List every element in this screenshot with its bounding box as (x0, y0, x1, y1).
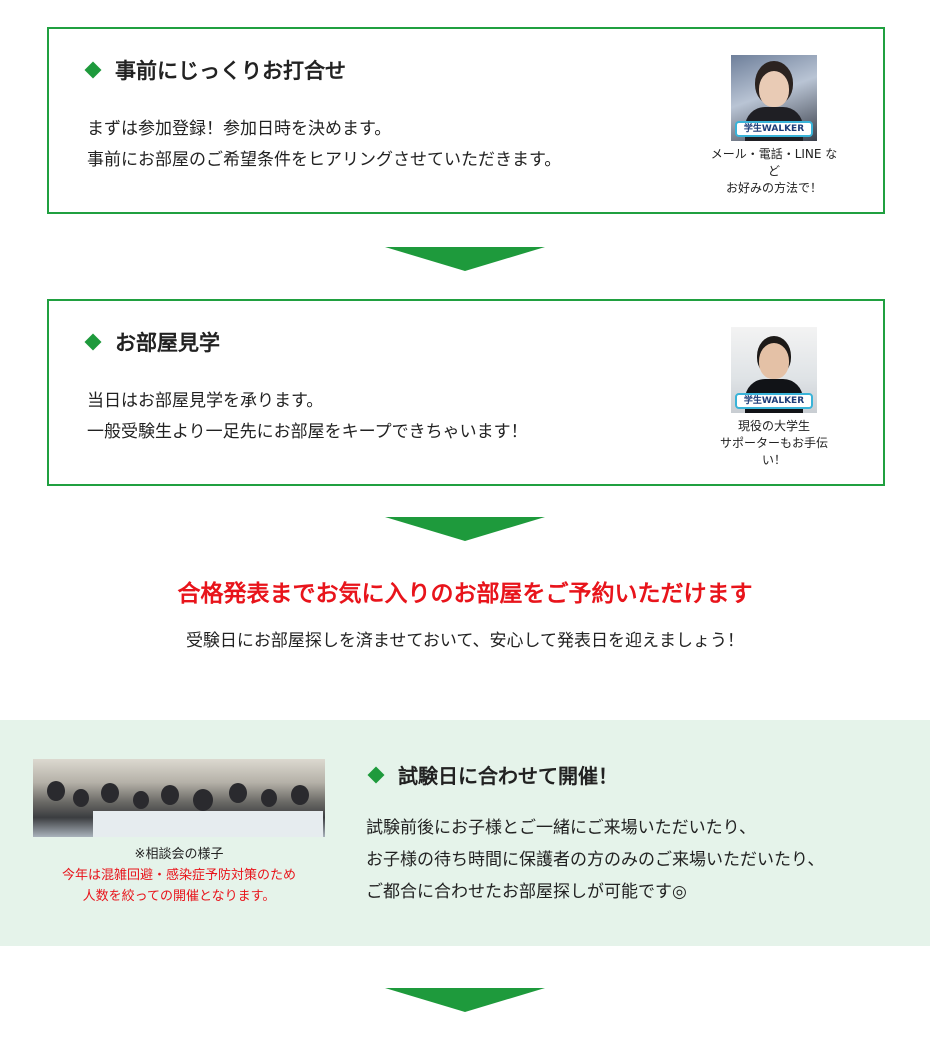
staff-photo-block: 学生WALKER メール・電話・LINE など お好みの方法で！ (709, 55, 839, 197)
event-panel: ※相談会の様子 今年は混雑回避・感染症予防対策のため 人数を絞っての開催となりま… (0, 720, 930, 946)
reservation-headline: 合格発表までお気に入りのお部屋をご予約いただけます (177, 581, 753, 607)
photo-caption: 現役の大学生 サポーターもお手伝い！ (709, 418, 839, 469)
down-arrow-icon (385, 517, 545, 541)
event-line: お子様の待ち時間に保護者の方のみのご来場いただいたり、 (366, 850, 825, 870)
step-line: 事前にお部屋のご希望条件をヒアリングさせていただきます。 (87, 150, 562, 170)
step-description: まずは参加登録！参加日時を決めます。 事前にお部屋のご希望条件をヒアリングさせて… (87, 114, 561, 176)
step-title-text: お部屋見学 (115, 331, 220, 355)
event-photo-caption: ※相談会の様子 今年は混雑回避・感染症予防対策のため 人数を絞っての開催となりま… (33, 844, 325, 907)
step-card-room-viewing: お部屋見学 当日はお部屋見学を承ります。 一般受験生より一足先にお部屋をキープで… (47, 299, 885, 486)
step-line: 一般受験生より一足先にお部屋をキープできちゃいます！ (87, 422, 528, 442)
down-arrow-icon (385, 247, 545, 271)
caption-line: サポーターもお手伝い！ (719, 436, 828, 467)
staff-photo-block: 学生WALKER 現役の大学生 サポーターもお手伝い！ (709, 327, 839, 469)
event-line: 試験前後にお子様とご一緒にご来場いただいたり、 (366, 818, 756, 838)
caption-warning-line: 人数を絞っての開催となります。 (82, 889, 276, 904)
staff-photo: 学生WALKER (731, 55, 817, 141)
walker-logo-sign: 学生WALKER (735, 121, 813, 137)
step-line: 当日はお部屋見学を承ります。 (87, 391, 324, 411)
step-description: 当日はお部屋見学を承ります。 一般受験生より一足先にお部屋をキープできちゃいます… (87, 386, 528, 448)
photo-caption: メール・電話・LINE など お好みの方法で！ (709, 146, 839, 197)
caption-line: 現役の大学生 (737, 419, 810, 433)
walker-logo-sign: 学生WALKER (735, 393, 813, 409)
reservation-subline: 受験日にお部屋探しを済ませておいて、安心して発表日を迎えましょう！ (185, 631, 745, 651)
step-title: お部屋見学 (84, 327, 220, 357)
step-title-text: 事前にじっくりお打合せ (115, 59, 346, 83)
caption-line: メール・電話・LINE など (710, 147, 838, 178)
step-card-consultation: 事前にじっくりお打合せ まずは参加登録！参加日時を決めます。 事前にお部屋のご希… (47, 27, 885, 214)
diamond-icon (367, 766, 385, 783)
step-title: 事前にじっくりお打合せ (84, 55, 346, 85)
event-description: 試験前後にお子様とご一緒にご来場いただいたり、 お子様の待ち時間に保護者の方のみ… (366, 812, 824, 908)
supporter-photo: 学生WALKER (731, 327, 817, 413)
event-title: 試験日に合わせて開催！ (367, 760, 618, 789)
down-arrow-icon (385, 988, 545, 1012)
caption-line: お好みの方法で！ (725, 181, 822, 195)
caption-warning-line: 今年は混雑回避・感染症予防対策のため (61, 868, 296, 883)
diamond-icon (84, 61, 102, 79)
diamond-icon (84, 333, 102, 351)
consultation-event-photo (33, 759, 325, 837)
caption-note: ※相談会の様子 (134, 847, 224, 862)
event-line: ご都合に合わせたお部屋探しが可能です◎ (366, 882, 687, 902)
step-line: まずは参加登録！参加日時を決めます。 (87, 119, 392, 139)
event-title-text: 試験日に合わせて開催！ (398, 764, 618, 788)
